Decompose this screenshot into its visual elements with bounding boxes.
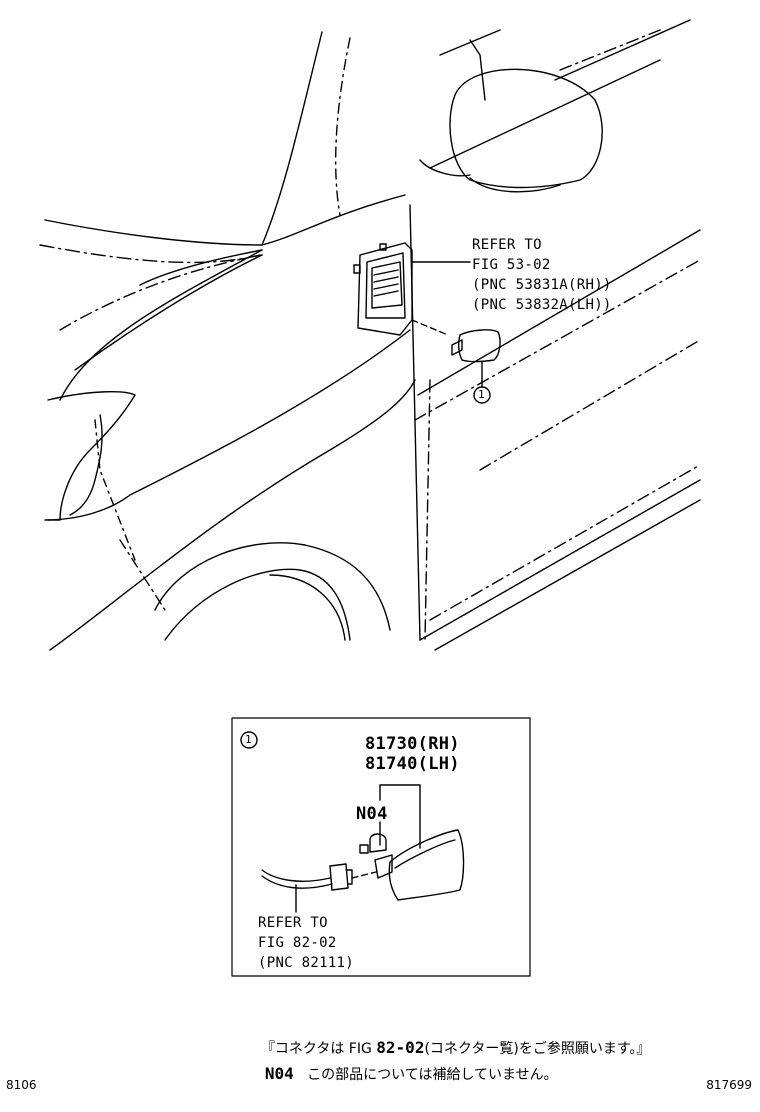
wire xyxy=(261,869,331,882)
note-connector: 『コネクタは FIG 82-02(コネクター覧)をご参照願います。』 xyxy=(252,1022,651,1058)
mirror-body xyxy=(449,68,603,189)
upper-ref-line-3: (PNC 53831A(RH)) xyxy=(472,277,612,293)
wheel-arch-tire xyxy=(269,574,346,641)
note-connector-pre: 『コネクタは FIG xyxy=(260,1041,377,1057)
fender-dash xyxy=(59,254,263,331)
connector-dash xyxy=(351,871,377,879)
note-connector-post: (コネクター覧)をご参照願います。』 xyxy=(424,1041,651,1057)
bulb xyxy=(359,833,387,854)
bumper-line xyxy=(44,329,411,521)
hood-line xyxy=(44,194,406,246)
wheel-arch-outer xyxy=(154,542,391,631)
a-pillar-dash xyxy=(334,37,351,216)
headlamp-outline xyxy=(47,391,136,521)
side-crease-upper xyxy=(417,229,701,396)
mirror-arm xyxy=(419,159,471,177)
hood-crease xyxy=(139,249,263,286)
connector xyxy=(329,863,353,891)
footer-right-code: 817699 xyxy=(706,1078,752,1092)
rocker-lower xyxy=(434,499,701,651)
side-dash-lower xyxy=(479,339,701,471)
upper-ref-line-1: REFER TO xyxy=(472,237,542,253)
marker-1-label: 1 xyxy=(478,388,485,401)
note-no-supply-text: この部品については補給していません。 xyxy=(307,1067,558,1083)
part-number-rh: 81730(RH) xyxy=(365,734,460,754)
part-number-bracket xyxy=(379,784,421,849)
note-no-supply-code: N04 xyxy=(264,1064,294,1083)
part-number-lh: 81740(LH) xyxy=(365,754,460,774)
headlamp-dash xyxy=(94,419,136,561)
wheel-arch-inner xyxy=(164,568,351,641)
lamp-dash-leader xyxy=(411,319,449,336)
side-marker-lamp-upper xyxy=(451,329,501,363)
a-pillar-line xyxy=(261,31,323,246)
door-dash-vertical xyxy=(424,379,431,641)
rocker-dash xyxy=(429,464,701,621)
wire-2 xyxy=(261,875,333,889)
bumper-dash xyxy=(119,539,166,611)
mirror-base-line xyxy=(429,59,661,169)
hood-dash xyxy=(39,244,261,264)
detail-marker-label: 1 xyxy=(245,733,252,746)
side-dash-upper xyxy=(414,259,701,421)
rocker-line xyxy=(419,479,701,641)
marker-1-circle xyxy=(473,386,491,404)
upper-body-line xyxy=(554,19,691,81)
roof-line xyxy=(439,29,501,101)
no-supply-code: N04 xyxy=(356,804,388,824)
fender-upper xyxy=(74,254,263,371)
lower-ref-line-2: FIG 82-02 xyxy=(258,935,337,951)
note-no-supply: N04 この部品については補給していません。 xyxy=(256,1048,558,1084)
windshield-dash xyxy=(559,29,661,71)
headlamp-inner xyxy=(69,414,103,516)
mirror-inner xyxy=(469,177,561,193)
upper-ref-line-4: (PNC 53832A(LH)) xyxy=(472,297,612,313)
fender-garnish xyxy=(353,242,413,336)
detail-box xyxy=(231,717,531,977)
bumper-lower xyxy=(49,379,416,651)
lower-ref-line-1: REFER TO xyxy=(258,915,328,931)
lower-ref-line-3: (PNC 82111) xyxy=(258,955,355,971)
upper-ref-line-2: FIG 53-02 xyxy=(472,257,551,273)
footer-left-code: 8106 xyxy=(6,1078,37,1092)
note-connector-fig: 82-02 xyxy=(376,1038,425,1057)
side-marker-lamp-detail xyxy=(374,829,465,901)
detail-marker-circle xyxy=(240,731,258,749)
fender-curve xyxy=(59,249,263,401)
